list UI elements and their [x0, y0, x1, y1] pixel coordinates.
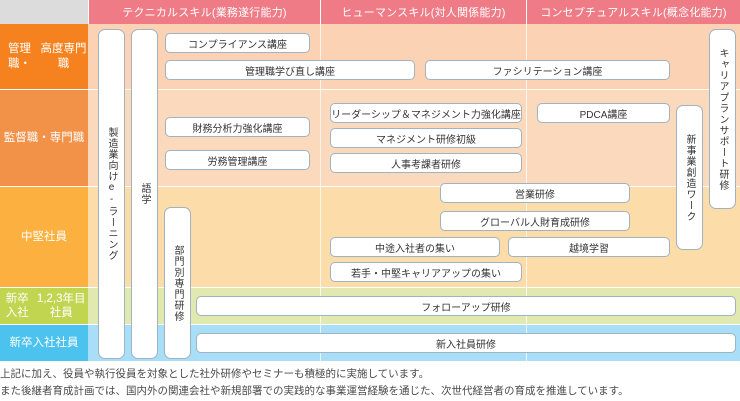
course-leadership-management[interactable]: リーダーシップ＆マネジメント力強化講座 — [330, 103, 522, 123]
course-new-employee-training[interactable]: 新入社員研修 — [196, 333, 736, 353]
course-hr-evaluator[interactable]: 人事考課者研修 — [330, 153, 522, 173]
vertical-program-department-specialized[interactable]: 部門別専門研修 — [164, 207, 191, 359]
header-conceptual-skill: コンセプチュアルスキル(概念化能力) — [526, 0, 740, 24]
level-label-supervisor: 監督職・専門職 — [0, 90, 88, 187]
course-midcareer-hire-gathering[interactable]: 中途入社者の集い — [330, 237, 500, 257]
course-management-basic[interactable]: マネジメント研修初級 — [330, 128, 522, 148]
course-pdca[interactable]: PDCA講座 — [537, 103, 670, 123]
course-followup-training[interactable]: フォローアップ研修 — [196, 296, 736, 316]
vertical-program-language[interactable]: 語学 — [131, 29, 158, 359]
course-global-talent[interactable]: グローバル人財育成研修 — [440, 211, 630, 231]
column-separator-1 — [320, 24, 321, 362]
course-facilitation[interactable]: ファシリテーション講座 — [425, 60, 670, 80]
course-cross-boundary-learning[interactable]: 越境学習 — [508, 237, 670, 257]
vertical-program-manufacturing-elearning[interactable]: 製造業向けe-ラーニング — [98, 29, 125, 359]
vertical-program-career-plan-support[interactable]: キャリアプランサポート研修 — [709, 29, 736, 209]
header-corner-cell — [0, 0, 88, 24]
course-young-midcareer-advancement[interactable]: 若手・中堅キャリアアップの集い — [330, 262, 522, 282]
course-compliance[interactable]: コンプライアンス講座 — [165, 33, 310, 53]
level-label-midcareer: 中堅社員 — [0, 187, 88, 288]
course-financial-analysis[interactable]: 財務分析力強化講座 — [165, 117, 310, 137]
level-label-management: 管理職・高度専門職 — [0, 24, 88, 90]
vertical-program-new-business-creation[interactable]: 新事業創造ワーク — [676, 105, 703, 250]
level-label-newgrad: 新卒入社社員 — [0, 325, 88, 362]
footer-line-1: 上記に加え、役員や執行役員を対象とした社外研修やセミナーも積極的に実施しています… — [0, 368, 430, 380]
course-labor-management[interactable]: 労務管理講座 — [165, 150, 310, 170]
footer-notes: 上記に加え、役員や執行役員を対象とした社外研修やセミナーも積極的に実施しています… — [0, 366, 740, 401]
footer-line-2: また後継者育成計画では、国内外の関連会社や新規部署での実践的な事業運営経験を通じ… — [0, 385, 629, 398]
header-human-skill: ヒューマンスキル(対人関係能力) — [320, 0, 526, 24]
course-manager-relearning[interactable]: 管理職学び直し講座 — [165, 60, 415, 80]
header-technical-skill: テクニカルスキル(業務遂行能力) — [88, 0, 320, 24]
course-sales-training[interactable]: 営業研修 — [440, 183, 630, 203]
